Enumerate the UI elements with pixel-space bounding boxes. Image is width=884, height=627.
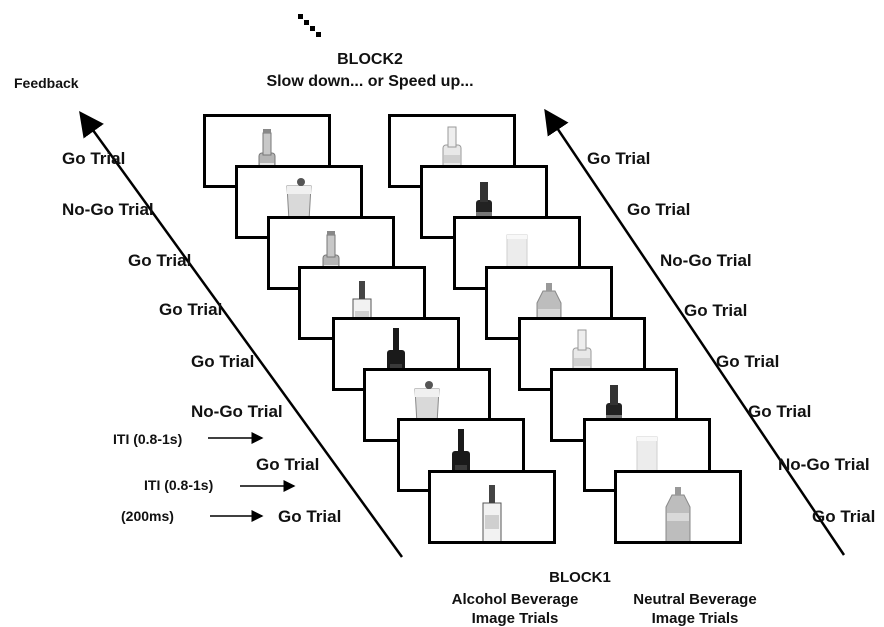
continuation-dots-icon	[298, 14, 321, 37]
right-trial-label-5: Go Trial	[716, 352, 780, 371]
stim-duration-label: (200ms)	[121, 508, 174, 524]
left-trial-label-2: No-Go Trial	[62, 200, 154, 219]
feedback-label: Feedback	[14, 75, 79, 91]
alcohol-caption-line2: Image Trials	[471, 610, 559, 627]
alcohol-image-frame-8	[428, 470, 556, 544]
block2-title: BLOCK2	[337, 51, 403, 68]
alcohol-image-frame-4	[298, 266, 426, 340]
right-trial-label-8: Go Trial	[812, 507, 876, 526]
left-trial-label-7: Go Trial	[256, 455, 320, 474]
left-trial-label-8: Go Trial	[278, 507, 342, 526]
right-trial-label-6: Go Trial	[748, 402, 812, 421]
spirits-bottle-icon	[482, 485, 502, 541]
left-time-arrow	[79, 110, 404, 558]
alcohol-caption-line1: Alcohol Beverage	[451, 591, 579, 608]
right-trial-label-7: No-Go Trial	[778, 455, 870, 474]
left-trial-label-3: Go Trial	[128, 251, 192, 270]
right-time-arrow	[544, 108, 846, 556]
left-trial-label-4: Go Trial	[159, 300, 223, 319]
right-trial-label-1: Go Trial	[587, 149, 651, 168]
right-trial-label-3: No-Go Trial	[660, 251, 752, 270]
left-trial-label-1: Go Trial	[62, 149, 126, 168]
block2-subtitle: Slow down... or Speed up...	[266, 73, 474, 90]
right-trial-label-4: Go Trial	[684, 301, 748, 320]
left-trial-label-6: No-Go Trial	[191, 402, 283, 421]
water-bottle-icon	[665, 487, 691, 541]
iti-label-2: ITI (0.8-1s)	[144, 477, 214, 493]
block1-title: BLOCK1	[549, 569, 611, 586]
neutral-caption-line2: Image Trials	[651, 610, 739, 627]
iti-label-1: ITI (0.8-1s)	[113, 431, 183, 447]
neutral-caption-line1: Neutral Beverage	[633, 591, 757, 608]
right-trial-label-2: Go Trial	[627, 200, 691, 219]
neutral-image-frame-8	[614, 470, 742, 544]
left-trial-label-5: Go Trial	[191, 352, 255, 371]
